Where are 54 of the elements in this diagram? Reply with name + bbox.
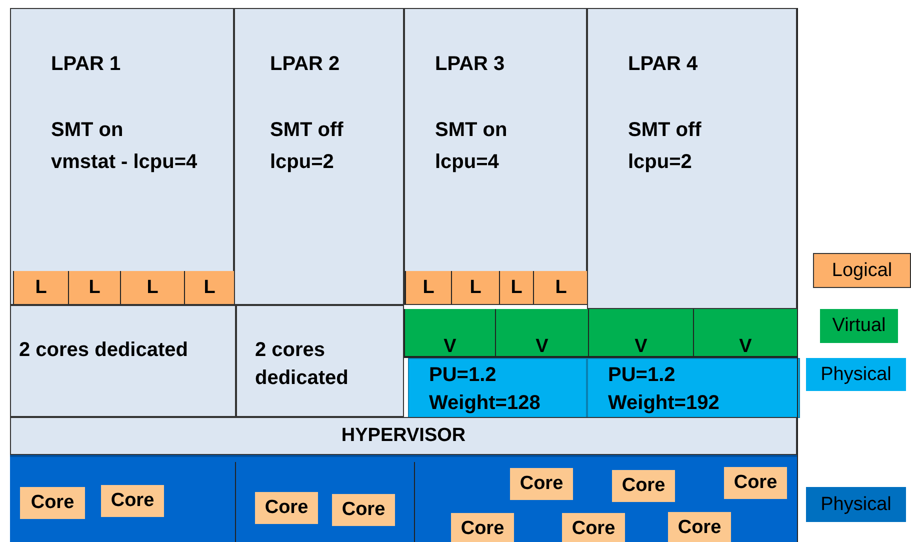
lpar-panel [587,8,797,309]
core-chip: Core [612,470,675,502]
weight-label: Weight=128 [429,392,540,415]
logical-cpu-cell: L [451,271,499,304]
cpu-count: lcpu=2 [270,151,334,174]
legend-item: Physical [806,487,906,522]
physical-cores-band [10,455,797,542]
lpar-title: LPAR 2 [270,53,340,76]
core-chip: Core [332,494,395,526]
smt-setting: SMT on [435,119,508,142]
core-chip: Core [451,513,514,542]
virtual-cpu-cell: V [404,309,495,358]
core-chip: Core [101,485,164,517]
logical-cpu-cell: L [13,271,68,304]
processing-units-label: PU=1.2 [608,364,676,387]
core-chip: Core [724,467,787,499]
lpar-title: LPAR 3 [435,53,505,76]
logical-cpu-cell: L [68,271,120,304]
hypervisor-band: HYPERVISOR [10,417,797,455]
lpar-panel [404,8,587,305]
core-chip: Core [255,492,318,524]
core-chip: Core [668,512,731,542]
shared-pool-box [408,358,587,418]
lpar-title: LPAR 4 [628,53,698,76]
logical-cpu-cell: L [120,271,184,304]
smt-setting: SMT on [51,119,124,142]
shared-pool-box [587,358,800,418]
lpar-title: LPAR 1 [51,53,121,76]
lpar-panel [10,8,234,305]
legend-item: Virtual [820,309,898,343]
weight-label: Weight=192 [608,392,720,415]
dedicated-label: 2 cores dedicated [19,338,189,363]
virtual-cpu-cell: V [588,309,693,358]
virtual-cpu-cell: V [495,309,588,358]
logical-cpu-cell: L [184,271,234,304]
logical-cpu-cell: L [533,271,588,304]
logical-cpu-cell: L [499,271,533,304]
virtual-cpu-cell: V [693,309,797,358]
lpar-panel [234,8,404,305]
dedicated-label: 2 cores dedicated [255,338,350,391]
cpu-count: lcpu=4 [435,151,499,174]
legend-item: Logical [813,253,911,288]
cpu-count: vmstat - lcpu=4 [51,151,198,174]
smt-setting: SMT off [270,119,344,142]
dedicated-cores-panel [10,305,236,417]
core-chip: Core [510,468,573,500]
logical-cpu-cell: L [405,271,451,304]
legend-item: Physical [806,358,906,391]
core-chip: Core [20,487,85,519]
core-chip: Core [562,513,625,542]
smt-setting: SMT off [628,119,702,142]
cpu-count: lcpu=2 [628,151,692,174]
dedicated-cores-panel [236,305,404,417]
processing-units-label: PU=1.2 [429,364,496,387]
